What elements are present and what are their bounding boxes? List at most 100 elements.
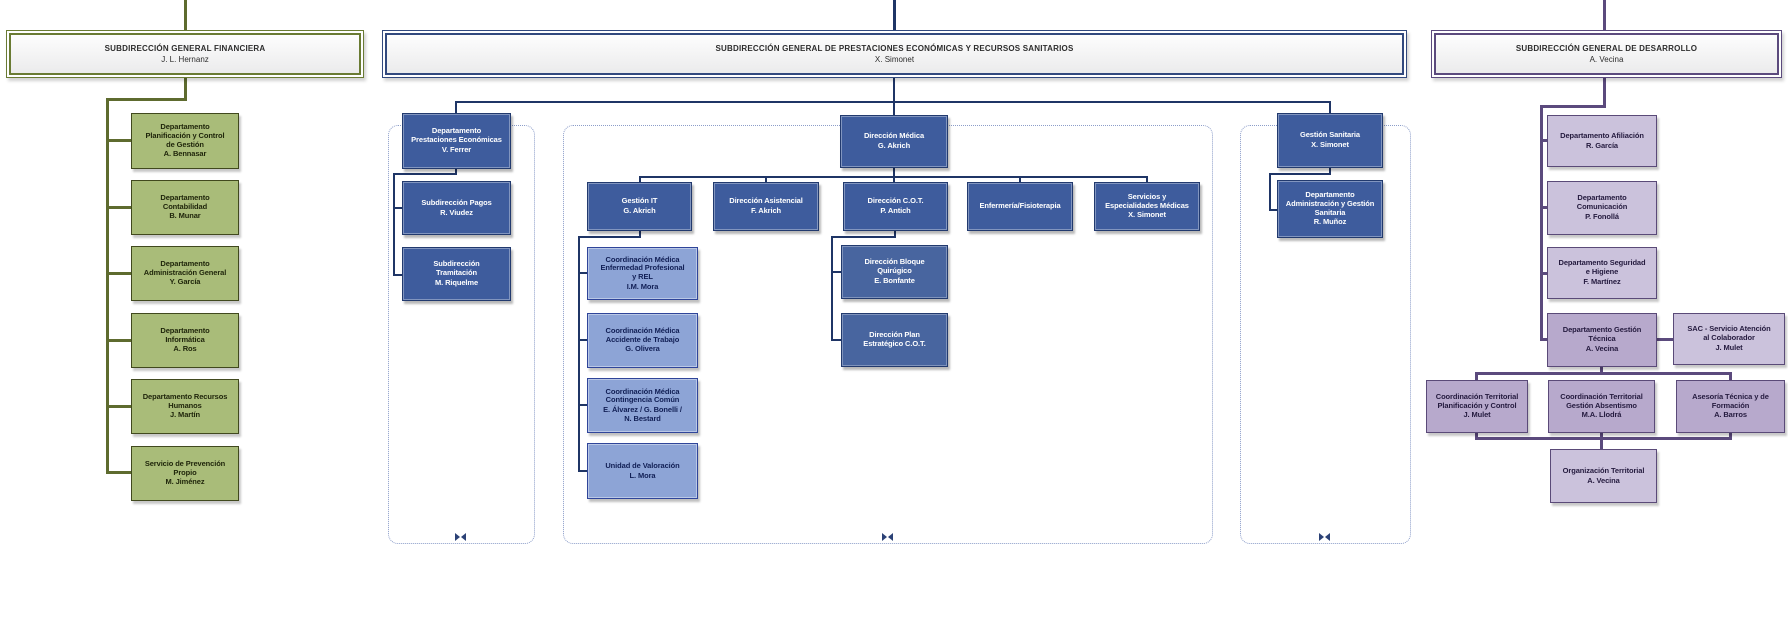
collapse-toggle-icon[interactable] [1317, 531, 1331, 542]
collapse-toggle-icon[interactable] [880, 531, 894, 542]
node-dept-gestion-tecnica[interactable]: Departamento Gestión Técnica A. Vecina [1547, 313, 1657, 367]
connector-line [578, 236, 580, 472]
connector-line [578, 236, 641, 238]
collapse-toggle-icon[interactable] [453, 531, 467, 542]
node-title: Unidad de Valoración [605, 460, 680, 470]
connector-line [1540, 206, 1549, 209]
node-subdireccion-tramitacion[interactable]: Subdirección Tramitación M. Riquelme [402, 247, 511, 301]
node-person: V. Ferrer [441, 144, 472, 154]
node-dept-afiliacion[interactable]: Departamento Afiliación R. García [1547, 115, 1657, 167]
node-enfermeria-fisioterapia[interactable]: Enfermería/Fisioterapia [967, 182, 1073, 231]
node-dept-administracion-general[interactable]: Departamento Administración General Y. G… [131, 246, 239, 301]
node-title: Departamento Afiliación [1560, 130, 1644, 140]
node-direccion-medica[interactable]: Dirección Médica G. Akrich [840, 115, 948, 168]
node-coord-accidente-trabajo[interactable]: Coordinación Médica Accidente de Trabajo… [587, 313, 698, 368]
connector-line [578, 272, 589, 274]
node-title: Dirección C.O.T. [867, 196, 924, 206]
node-servicios-especialidades-medicas[interactable]: Servicios y Especialidades Médicas X. Si… [1094, 182, 1200, 231]
connector-line [1657, 338, 1673, 341]
node-dept-admin-gestion-sanitaria[interactable]: Departamento Administración y Gestión Sa… [1277, 180, 1383, 238]
node-person: Y. García [169, 277, 201, 287]
node-person: G. Akrich [877, 141, 911, 150]
node-title: Departamento Prestaciones Económicas [411, 126, 502, 145]
node-dept-comunicacion[interactable]: Departamento Comunicación P. Fonollá [1547, 181, 1657, 235]
node-person: A. Vecina [1587, 475, 1620, 485]
node-title: Departamento Seguridad e Higiene [1558, 258, 1646, 277]
node-title: Departamento Recursos Humanos [142, 391, 228, 410]
node-title: Coordinación Territorial Gestión Absenti… [1560, 391, 1643, 410]
node-title: Subdirección Pagos [421, 197, 492, 207]
node-sac-servicio-atencion[interactable]: SAC - Servicio Atención al Colaborador J… [1673, 313, 1785, 365]
node-dept-planificacion-control[interactable]: Departamento Planificación y Control de … [131, 113, 239, 169]
node-person: G. Olivera [625, 344, 660, 354]
connector-line [1540, 105, 1543, 341]
connector-line [1269, 173, 1271, 211]
node-dept-seguridad-higiene[interactable]: Departamento Seguridad e Higiene F. Mart… [1547, 247, 1657, 299]
node-gestion-it[interactable]: Gestión IT G. Akrich [587, 182, 692, 231]
connector-line [893, 168, 895, 182]
node-title: SAC - Servicio Atención al Colaborador [1687, 324, 1771, 343]
node-person: A. Vecina [1585, 343, 1619, 353]
header-title: SUBDIRECCIÓN GENERAL DE DESARROLLO [1515, 44, 1698, 53]
node-title: Departamento Informática [160, 325, 210, 344]
node-title: Gestión IT [621, 196, 658, 206]
node-title: Dirección Plan Estratégico C.O.T. [863, 329, 926, 348]
connector-line [831, 271, 843, 273]
node-person: P. Fonollá [1585, 211, 1619, 221]
node-person: R. García [1585, 140, 1619, 150]
node-unidad-valoracion[interactable]: Unidad de Valoración L. Mora [587, 443, 698, 499]
node-coord-territorial-planificacion[interactable]: Coordinación Territorial Planificación y… [1426, 380, 1528, 433]
node-person: F. Martínez [1583, 276, 1621, 286]
node-direccion-bloque-quirurgico[interactable]: Dirección Bloque Quirúgico E. Bonfante [841, 245, 948, 299]
connector-line [1603, 0, 1606, 30]
node-title: Enfermería/Fisioterapia [979, 200, 1061, 210]
connector-line [639, 231, 641, 238]
connector-line [578, 339, 589, 341]
node-person: J. Martín [170, 410, 200, 420]
connector-line [578, 470, 589, 472]
node-person: R. Muñoz [1313, 217, 1347, 227]
connector-line [106, 471, 133, 474]
node-subdireccion-pagos[interactable]: Subdirección Pagos R. Viudez [402, 181, 511, 235]
connector-line [1600, 437, 1603, 449]
header-person: X. Simonet [874, 55, 915, 64]
connector-line [106, 98, 109, 473]
connector-line [1019, 176, 1021, 182]
header-subdireccion-prestaciones[interactable]: SUBDIRECCIÓN GENERAL DE PRESTACIONES ECO… [382, 30, 1407, 78]
node-title: Departamento Comunicación [1576, 193, 1628, 212]
node-title: Departamento Administración y Gestión Sa… [1285, 190, 1375, 217]
connector-line [106, 405, 133, 408]
node-person: A. Ros [173, 344, 197, 354]
connector-line [393, 173, 395, 276]
connector-line [1475, 433, 1478, 440]
header-subdireccion-desarrollo[interactable]: SUBDIRECCIÓN GENERAL DE DESARROLLO A. Ve… [1431, 30, 1782, 78]
connector-line [1329, 168, 1331, 175]
connector-line [893, 101, 895, 115]
connector-line [1540, 272, 1549, 275]
node-organizacion-territorial[interactable]: Organización Territorial A. Vecina [1550, 449, 1657, 503]
node-servicio-prevencion-propio[interactable]: Servicio de Prevención Propio M. Jiménez [131, 446, 239, 501]
node-coord-contingencia-comun[interactable]: Coordinación Médica Contingencia Común E… [587, 378, 698, 433]
node-direccion-plan-estrategico-cot[interactable]: Dirección Plan Estratégico C.O.T. [841, 313, 948, 367]
connector-line [393, 274, 404, 276]
connector-line [1729, 433, 1732, 440]
connector-line [1603, 78, 1606, 108]
header-title: SUBDIRECCIÓN GENERAL DE PRESTACIONES ECO… [715, 44, 1074, 53]
node-coord-territorial-absentismo[interactable]: Coordinación Territorial Gestión Absenti… [1548, 380, 1655, 433]
node-direccion-cot[interactable]: Dirección C.O.T. P. Antich [843, 182, 948, 231]
node-dept-prestaciones-economicas[interactable]: Departamento Prestaciones Económicas V. … [402, 113, 511, 169]
node-dept-informatica[interactable]: Departamento Informática A. Ros [131, 313, 239, 368]
connector-line [455, 101, 457, 113]
node-dept-contabilidad[interactable]: Departamento Contabilidad B. Munar [131, 180, 239, 235]
node-title: Departamento Gestión Técnica [1562, 325, 1642, 344]
node-person: R. Viudez [440, 207, 473, 217]
connector-line [1269, 209, 1279, 211]
header-subdireccion-financiera[interactable]: SUBDIRECCIÓN GENERAL FINANCIERA J. L. He… [6, 30, 364, 78]
node-dept-recursos-humanos[interactable]: Departamento Recursos Humanos J. Martín [131, 379, 239, 434]
node-gestion-sanitaria[interactable]: Gestión Sanitaria X. Simonet [1277, 113, 1383, 168]
node-title: Servicio de Prevención Propio [144, 458, 226, 477]
node-asesoria-tecnica-formacion[interactable]: Asesoría Técnica y de Formación A. Barro… [1676, 380, 1785, 433]
node-coord-enfermedad-profesional[interactable]: Coordinación Médica Enfermedad Profesion… [587, 247, 698, 300]
node-title: Coordinación Médica Enfermedad Profesion… [600, 254, 685, 281]
node-direccion-asistencial[interactable]: Dirección Asistencial F. Akrich [713, 182, 819, 231]
